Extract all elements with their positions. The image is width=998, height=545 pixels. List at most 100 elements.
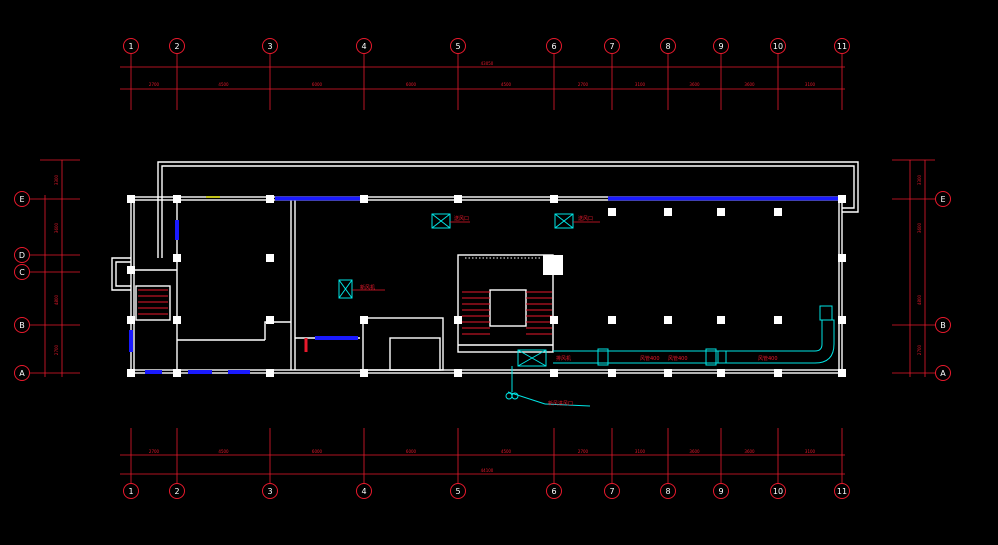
fresh-air-unit <box>338 279 353 299</box>
column-6 <box>838 195 846 203</box>
column-0 <box>127 195 135 203</box>
column-9 <box>266 369 274 377</box>
column-12 <box>550 369 558 377</box>
bottom-axis-6-bubble <box>546 483 562 499</box>
bottom-axis-2-bubble <box>169 483 185 499</box>
column-15 <box>717 369 725 377</box>
column-3 <box>360 195 368 203</box>
column-34 <box>838 316 846 324</box>
left-dim-2: 4800 <box>54 294 59 305</box>
top-axis-5-label: 5 <box>455 42 460 51</box>
right-axis-B-label: B <box>940 321 946 330</box>
bottom-dim-2: 6000 <box>312 449 323 454</box>
bottom-axis-8-label: 8 <box>665 487 670 496</box>
left-dim-3: 2700 <box>54 344 59 355</box>
top-dim-1: 4500 <box>218 82 229 87</box>
label-fresh-air: 新风机 <box>360 284 375 291</box>
column-14 <box>664 369 672 377</box>
left-axis-A-label: A <box>19 369 25 378</box>
top-axis-5-bubble <box>450 38 466 54</box>
column-21 <box>266 316 274 324</box>
bottom-dim-9: 3100 <box>805 449 816 454</box>
top-dim-0: 2700 <box>149 82 160 87</box>
right-axis-A-label: A <box>940 369 946 378</box>
bottom-axis-10-bubble <box>770 483 786 499</box>
left-axis-C-bubble <box>14 264 30 280</box>
bottom-axis-7-bubble <box>604 483 620 499</box>
bottom-axis-3-bubble <box>262 483 278 499</box>
column-16 <box>774 369 782 377</box>
bottom-dim-3: 6000 <box>406 449 417 454</box>
top-dim-2: 6000 <box>312 82 323 87</box>
bottom-dim-8: 3600 <box>744 449 755 454</box>
left-axis-E-label: E <box>19 195 24 204</box>
column-29 <box>664 208 672 216</box>
column-22 <box>360 316 368 324</box>
bottom-axis-11-label: 11 <box>837 487 847 496</box>
column-7 <box>127 369 135 377</box>
label-callout: 新风进风口 <box>548 400 573 407</box>
bottom-dim-5: 2700 <box>578 449 589 454</box>
top-axis-6-bubble <box>546 38 562 54</box>
top-axis-8-bubble <box>660 38 676 54</box>
label-supply-2: 送风口 <box>578 215 593 222</box>
bottom-axis-4-bubble <box>356 483 372 499</box>
top-axis-3-label: 3 <box>267 42 272 51</box>
top-axis-11-bubble <box>834 38 850 54</box>
top-axis-3-bubble <box>262 38 278 54</box>
label-duct-3: 风管400 <box>640 355 660 362</box>
column-25 <box>608 316 616 324</box>
bottom-dimension-chain: 4410012700245003600046000545006270073100… <box>120 428 850 499</box>
left-axis-D-label: D <box>19 251 25 260</box>
column-36 <box>127 266 135 274</box>
column-2 <box>266 195 274 203</box>
column-31 <box>774 208 782 216</box>
top-axis-4-bubble <box>356 38 372 54</box>
bottom-axis-8-bubble <box>660 483 676 499</box>
top-dim-6: 3100 <box>635 82 646 87</box>
right-axis-E-label: E <box>940 195 945 204</box>
bottom-axis-4-label: 4 <box>361 487 366 496</box>
column-13 <box>608 369 616 377</box>
top-axis-9-label: 9 <box>718 42 723 51</box>
right-axis-E-bubble <box>935 191 951 207</box>
top-axis-9-bubble <box>713 38 729 54</box>
right-axis-B-bubble <box>935 317 951 333</box>
column-11 <box>454 369 462 377</box>
top-axis-7-label: 7 <box>609 42 614 51</box>
column-30 <box>717 208 725 216</box>
bottom-axis-5-label: 5 <box>455 487 460 496</box>
bottom-total-text: 44100 <box>481 468 494 473</box>
column-1 <box>173 195 181 203</box>
bottom-dim-4: 4500 <box>501 449 512 454</box>
left-axis-B-bubble <box>14 317 30 333</box>
column-32 <box>608 208 616 216</box>
left-dim-0: 3300 <box>54 174 59 185</box>
top-axis-8-label: 8 <box>665 42 670 51</box>
top-axis-10-label: 10 <box>773 42 783 51</box>
top-axis-2-bubble <box>169 38 185 54</box>
top-axis-1-bubble <box>123 38 139 54</box>
top-total-text: 43050 <box>481 61 494 66</box>
column-17 <box>838 369 846 377</box>
column-19 <box>266 254 274 262</box>
stair-treads <box>138 289 552 335</box>
top-dim-7: 3600 <box>689 82 700 87</box>
label-exhaust: 排风机 <box>556 355 571 362</box>
bottom-axis-2-label: 2 <box>174 487 179 496</box>
top-dim-3: 6000 <box>406 82 417 87</box>
right-dim-1: 3600 <box>917 222 922 233</box>
bottom-axis-7-label: 7 <box>609 487 614 496</box>
hvac-equipment <box>338 213 835 407</box>
top-axis-6-label: 6 <box>551 42 556 51</box>
column-23 <box>454 316 462 324</box>
right-dim-3: 2700 <box>917 344 922 355</box>
column-28 <box>774 316 782 324</box>
bottom-dim-6: 3100 <box>635 449 646 454</box>
bottom-axis-5-bubble <box>450 483 466 499</box>
column-33 <box>838 254 846 262</box>
top-dimension-chain: 4305012700245003600046000545006270073100… <box>120 38 850 110</box>
